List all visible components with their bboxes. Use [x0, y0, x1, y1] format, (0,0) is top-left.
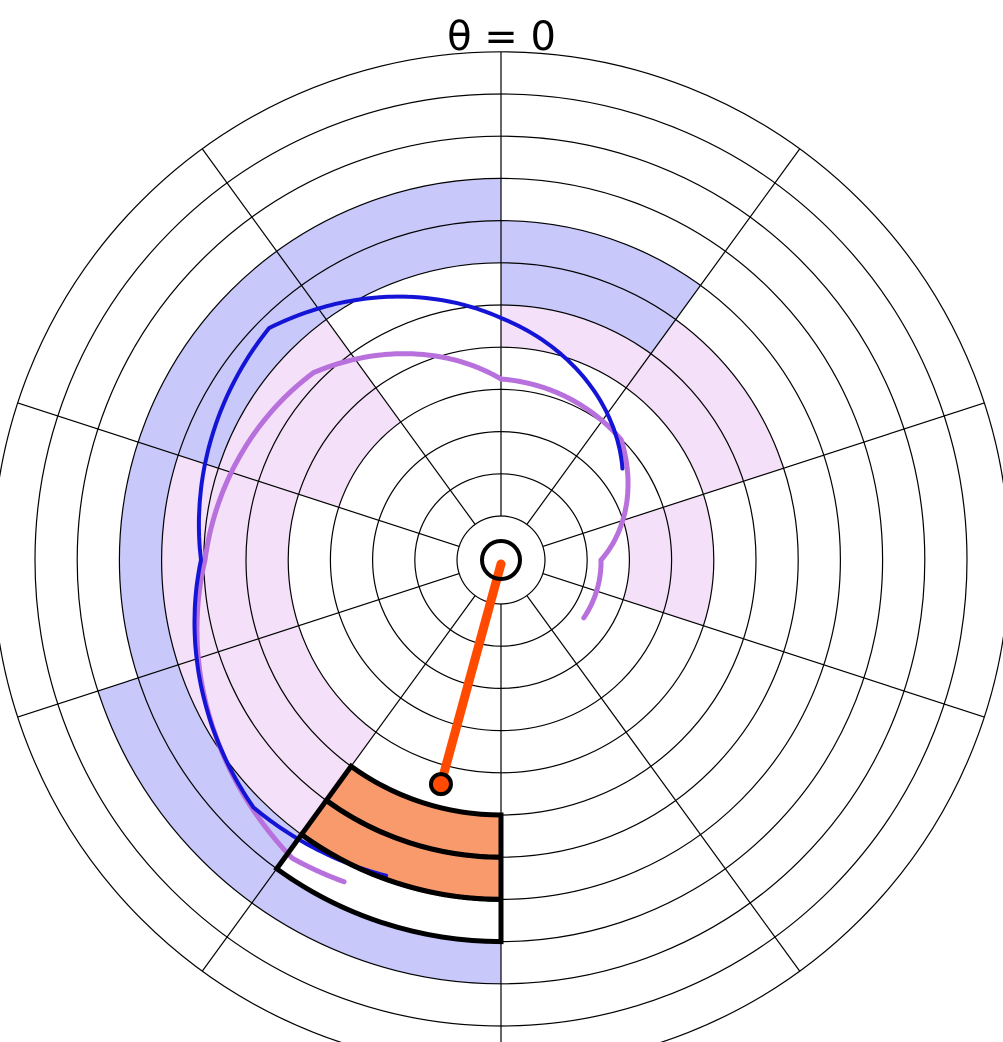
grid-spoke [201, 148, 476, 525]
blue-cell [97, 664, 302, 903]
blue-sector-regions [97, 178, 701, 984]
grid-spoke [542, 402, 985, 547]
blue-cell [501, 220, 701, 354]
arm-link [428, 539, 522, 797]
outlined-cell [273, 831, 504, 945]
grid-spoke [526, 148, 801, 525]
grid-spoke [17, 402, 460, 547]
end-effector-circle-icon [428, 772, 453, 797]
blue-cell [119, 442, 179, 678]
trajectory-curves [192, 294, 631, 885]
purple-trajectory-curve [194, 351, 631, 885]
grid-spoke [542, 573, 985, 718]
pivot-circle-icon [480, 539, 522, 581]
orange-cell [301, 766, 501, 900]
grid-spoke [17, 573, 460, 718]
orange-sector-regions [301, 766, 501, 900]
arm-segment [436, 559, 506, 789]
selected-cells-outline [273, 762, 504, 945]
pink-cell [623, 494, 714, 626]
blue-trajectory-curve [192, 294, 625, 878]
pink-cell [218, 319, 401, 508]
blue-cell [138, 251, 327, 469]
grid-spoke [526, 595, 801, 972]
blue-cell [251, 868, 501, 984]
blue-cell [276, 178, 501, 320]
grid-ring [0, 51, 1003, 1042]
